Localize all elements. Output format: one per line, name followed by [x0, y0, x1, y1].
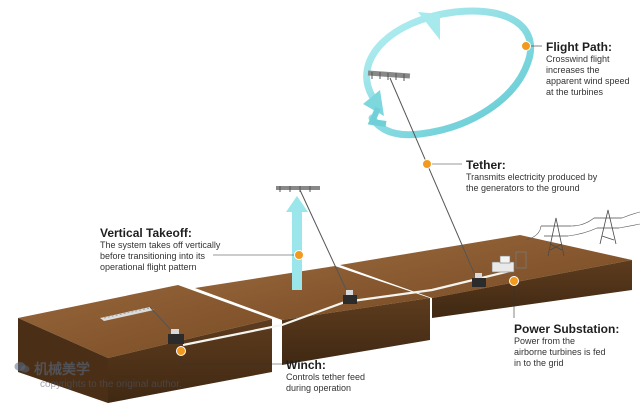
winch-right [472, 273, 486, 287]
vertical-takeoff-desc: The system takes off vertically before t… [100, 240, 221, 272]
flight-path-desc: Crosswind flight increases the apparent … [546, 54, 630, 97]
kite-takeoff [276, 186, 320, 192]
tether-upper [389, 77, 479, 283]
transmission-tower-front [541, 217, 571, 257]
runway-strip [100, 307, 154, 321]
power-lines [525, 211, 640, 241]
flight-path-loop [363, 7, 535, 139]
flight-path-title: Flight Path: [546, 40, 612, 54]
watermark-text: 机械美学 [34, 361, 90, 377]
callout-flight-path: Flight Path: Crosswind flight increases … [546, 40, 640, 98]
callout-power-substation: Power Substation: Power from the airborn… [514, 322, 634, 369]
winch-desc: Controls tether feed during operation [286, 372, 366, 393]
ground-block-left [18, 285, 272, 403]
winch-middle [343, 290, 357, 304]
power-substation-desc: Power from the airborne turbines is fed … [514, 336, 606, 368]
marker-winch [176, 346, 186, 356]
winch-title: Winch: [286, 358, 326, 372]
tether-title: Tether: [466, 158, 506, 172]
kite-upper [367, 70, 411, 81]
ground-block-middle [195, 266, 430, 365]
callout-winch: Winch: Controls tether feed during opera… [286, 358, 396, 394]
takeoff-arrow [286, 196, 308, 290]
ground-block-right [340, 235, 632, 318]
vertical-takeoff-title: Vertical Takeoff: [100, 226, 192, 240]
winch-left [168, 329, 184, 344]
tether-desc: Transmits electricity produced by the ge… [466, 172, 598, 193]
callout-vertical-takeoff: Vertical Takeoff: The system takes off v… [100, 226, 250, 273]
tether-takeoff [299, 189, 351, 299]
callout-tether: Tether: Transmits electricity produced b… [466, 158, 636, 194]
substation [491, 251, 527, 273]
marker-vertical-takeoff [294, 250, 304, 260]
copyright-text: copyrights to the original author. [40, 379, 182, 390]
marker-flight-path [521, 41, 531, 51]
callout-markers [176, 41, 531, 356]
power-substation-title: Power Substation: [514, 322, 620, 336]
marker-power-substation [509, 276, 519, 286]
marker-tether [422, 159, 432, 169]
transmission-tower-back [594, 209, 622, 245]
watermark: 机械美学 [14, 359, 90, 379]
wechat-icon [14, 361, 30, 377]
